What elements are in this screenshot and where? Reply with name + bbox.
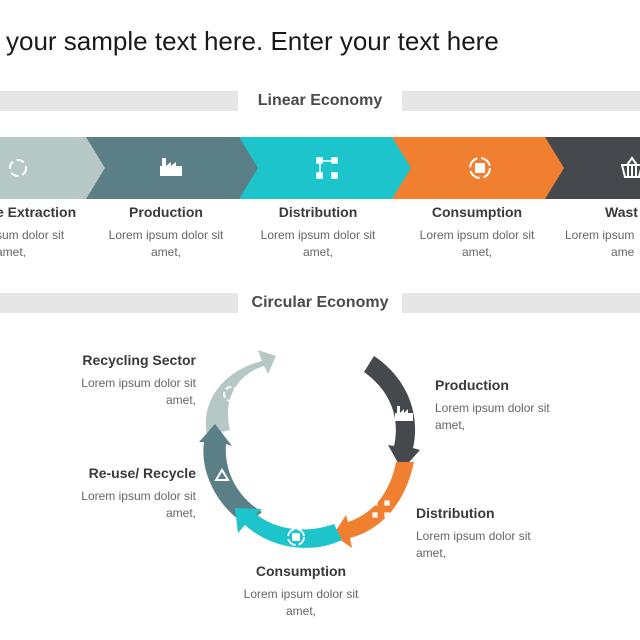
linear-step-consumption-body: Lorem ipsum dolor sit amet, (419, 228, 535, 259)
recycling-sector-body: Lorem ipsum dolor sit amet, (81, 376, 196, 407)
recycle-icon (9, 159, 27, 177)
circular-consumption-title: Consumption (255, 563, 347, 579)
linear-step-waste-title: Wast (605, 204, 638, 220)
box-cycle-small-icon (287, 528, 305, 546)
chevron-extraction (0, 137, 107, 199)
circular-band-right (402, 293, 640, 313)
arc-distribution (333, 462, 414, 548)
circular-production-title: Production (435, 377, 509, 393)
linear-step-extraction-title: e Extraction (0, 204, 77, 220)
linear-band-right (402, 91, 640, 111)
factory-icon (160, 158, 182, 176)
circular-production-body: Lorem ipsum dolor sit amet, (435, 401, 550, 432)
network-icon (316, 157, 338, 179)
linear-band-left (0, 91, 238, 111)
arc-reuse (199, 424, 262, 525)
linear-step-distribution-title: Distribution (278, 204, 358, 220)
reuse-recycle-title: Re-use/ Recycle (88, 465, 196, 481)
linear-step-production-body: Lorem ipsum dolor sit amet, (108, 228, 224, 259)
network-small-icon (372, 500, 390, 518)
reuse-recycle-body: Lorem ipsum dolor sit amet, (81, 489, 196, 520)
arc-recycling (205, 350, 276, 435)
chevron-waste (545, 137, 640, 199)
circular-distribution-title: Distribution (416, 505, 495, 521)
cycle-icon (223, 386, 239, 402)
linear-step-waste-body: Lorem ipsum ame (565, 228, 635, 259)
linear-step-distribution-body: Lorem ipsum dolor sit amet, (260, 228, 376, 259)
arc-consumption (235, 508, 342, 548)
recycling-sector-title: Recycling Sector (82, 352, 196, 368)
chevron-consumption (392, 137, 566, 199)
linear-step-extraction-body: sum dolor sit amet, (0, 228, 65, 259)
recycle-arrows-icon (214, 468, 230, 481)
chevron-production (86, 137, 260, 199)
box-cycle-icon (469, 157, 491, 179)
factory-small-icon (395, 406, 413, 421)
linear-economy-label: Linear Economy (257, 92, 383, 109)
circular-band-left (0, 293, 238, 313)
circular-distribution-body: Lorem ipsum dolor sit amet, (416, 529, 531, 560)
page-title: your sample text here. Enter your text h… (6, 26, 499, 56)
basket-icon (620, 156, 640, 178)
circular-economy-label: Circular Economy (251, 294, 389, 311)
chevron-distribution (239, 137, 413, 199)
circular-consumption-body: Lorem ipsum dolor sit amet, (243, 587, 359, 618)
linear-step-production-title: Production (129, 204, 203, 220)
arc-production (364, 356, 420, 470)
linear-step-consumption-title: Consumption (431, 204, 523, 220)
